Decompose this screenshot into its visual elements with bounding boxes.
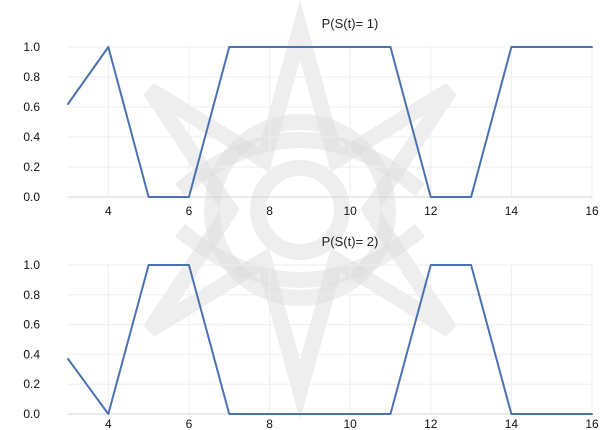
chart-2-x-tick-5: 12 (424, 417, 438, 430)
chart-2-x-tick-3: 8 (266, 417, 273, 430)
chart-1-y-tick-3: 0.4 (23, 130, 40, 144)
chart-2-x-tick-6: 14 (505, 417, 519, 430)
chart-2-y-tick-5: 0.8 (23, 288, 40, 302)
chart-1-title: P(S(t)= 1) (322, 16, 379, 31)
chart-2-y-tick-3: 0.4 (23, 347, 40, 361)
chart-1-y-tick-1: 0.0 (23, 190, 40, 204)
chart-1-x-tick-5: 12 (424, 204, 438, 218)
chart-1-y-tick-6: 1.0 (23, 40, 40, 54)
chart-2-series-1-line (67, 264, 593, 415)
chart-1-y-tick-2: 0.2 (23, 160, 40, 174)
chart-1-x-tick-6: 14 (505, 204, 519, 218)
chart-1-series-1-line (67, 46, 593, 198)
chart-2-x-tick-1: 4 (105, 417, 112, 430)
chart-1-y-tick-4: 0.6 (23, 100, 40, 114)
chart-2-y-tick-2: 0.2 (23, 377, 40, 391)
chart-1: P(S(t)= 1) 4 6 8 10 12 14 16 0.0 0.2 0.4 0.6 0.8 1.0 (23, 16, 599, 218)
chart-2-x-tick-2: 6 (186, 417, 193, 430)
chart-1-x-tick-3: 8 (266, 204, 273, 218)
chart-1-y-tick-5: 0.8 (23, 70, 40, 84)
chart-2-y-tick-4: 0.6 (23, 318, 40, 332)
chart-2: P(S(t)= 2) 4 6 8 10 12 14 16 0.0 0.2 0.4 0.6 0.8 1.0 (23, 234, 599, 430)
chart-1-x-tick-2: 6 (186, 204, 193, 218)
chart-2-y-tick-1: 0.0 (23, 407, 40, 421)
chart-2-y-tick-6: 1.0 (23, 258, 40, 272)
chart-1-x-tick-4: 10 (343, 204, 357, 218)
chart-1-x-tick-7: 16 (585, 204, 599, 218)
chart-2-title: P(S(t)= 2) (322, 234, 379, 249)
chart-2-x-tick-4: 10 (343, 417, 357, 430)
chart-2-x-tick-7: 16 (585, 417, 599, 430)
chart-1-x-tick-1: 4 (105, 204, 112, 218)
decorative-watermark (143, 0, 457, 420)
